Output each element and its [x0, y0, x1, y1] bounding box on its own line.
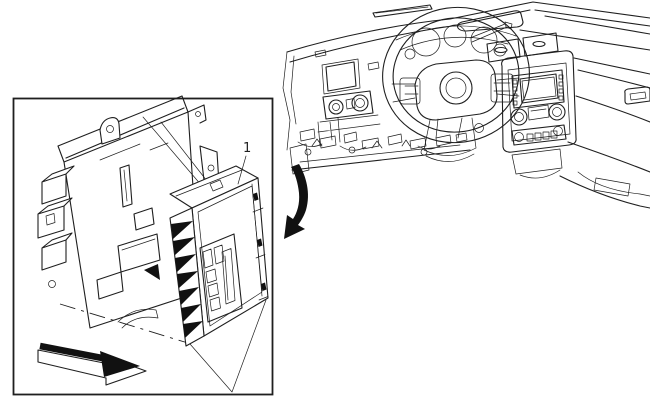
defroster-vent-inner	[375, 6, 429, 14]
wheel-hub-airbag	[414, 59, 498, 121]
bracket-shadow-notch	[144, 264, 160, 280]
radio-display-inner	[521, 76, 557, 101]
dash-top	[282, 1, 650, 151]
passenger-dash-lines	[559, 57, 650, 209]
projection-dashdot-line	[59, 303, 189, 344]
row-knob-left	[514, 132, 524, 142]
callout-1-leader	[237, 155, 247, 185]
module-top-seam	[175, 169, 243, 197]
view-arrow-black-head	[100, 351, 140, 377]
glovebox-handle-slot	[629, 91, 647, 101]
headlamp-switch-knob	[328, 99, 344, 115]
under-dash-grommet-3	[420, 148, 428, 156]
under-dash-wiring	[297, 117, 461, 163]
module-panel-tall-slot	[221, 248, 236, 305]
defroster-vent-strip	[372, 4, 433, 18]
center-stack-bezel-outer	[501, 50, 577, 153]
bracket-cutouts	[96, 164, 161, 300]
a-pillar-lines	[282, 51, 297, 151]
under-dash-grommet-2	[348, 146, 356, 154]
cluster-hood-arcs	[395, 25, 517, 51]
view-direction-arrow	[37, 342, 147, 386]
hvac-knob-right-inner	[552, 107, 562, 117]
row-buttons	[526, 130, 558, 142]
instrument-cluster	[395, 24, 517, 60]
under-dash-components	[289, 128, 468, 175]
bracket-bottom-scallop	[117, 308, 159, 329]
view-arrow-black-band	[39, 342, 103, 362]
location-arrow	[284, 164, 309, 239]
center-vent-right-slider	[532, 40, 546, 48]
bracket-lower-hole	[48, 280, 56, 288]
windshield-base-lines	[286, 1, 650, 63]
horn-ring-outer	[439, 71, 473, 105]
wiper-stalk	[469, 21, 513, 43]
hvac-display	[527, 104, 550, 121]
dashboard-view	[282, 1, 650, 239]
module-side-tabs	[253, 192, 267, 291]
driver-vent-bezel	[321, 58, 361, 95]
wheel-spokes	[391, 77, 520, 139]
center-stack	[501, 50, 577, 179]
bracket-right-step	[187, 104, 207, 124]
bracket-tab	[99, 117, 121, 145]
bracket-lug-slot	[45, 213, 56, 226]
cluster-gauge-center	[443, 24, 467, 48]
radio-display-screen	[519, 73, 559, 104]
sunload-sensor	[314, 49, 327, 58]
driver-side-controls	[317, 58, 381, 141]
center-air-vents	[486, 32, 559, 63]
center-vent-left-slider	[494, 46, 508, 54]
bracket-tab-hole	[106, 125, 114, 133]
bracket-top-flange	[57, 95, 189, 163]
projection-lower-wedge	[189, 299, 267, 393]
switch-panel-button	[345, 98, 356, 110]
hvac-knob-left	[510, 108, 528, 126]
hvac-knob-right	[548, 103, 566, 121]
cluster-gauge-right	[470, 26, 498, 54]
module-panel-slots	[202, 244, 225, 312]
dimmer-knob	[351, 94, 369, 112]
under-dash-lower-edge	[291, 149, 471, 171]
dimmer-knob-inner	[355, 98, 365, 108]
steering-column	[423, 117, 477, 162]
glovebox-handle	[624, 86, 650, 105]
cluster-gauge-small-left	[404, 48, 416, 60]
steering-wheel-center	[391, 21, 520, 162]
inset-border	[12, 97, 274, 396]
module-connector-pins	[171, 221, 203, 338]
bracket-step-hole	[195, 111, 201, 117]
horn-ring-inner	[445, 77, 467, 99]
wheel-rim-outer	[382, 6, 530, 144]
under-dash-grommet-1	[304, 148, 312, 156]
passenger-side-dash	[559, 57, 650, 209]
headlamp-switch-panel	[322, 90, 374, 120]
lower-valance	[577, 171, 650, 197]
headlamp-switch-knob-inner	[332, 103, 340, 111]
knee-bolster-lines	[317, 61, 381, 141]
bracket-wing-hole	[207, 164, 215, 172]
speaker-grille-panel	[456, 10, 524, 32]
bracket-cutout-inner-lines	[99, 142, 169, 251]
module-recessed-panel	[199, 233, 243, 323]
callout-1: 1	[237, 141, 251, 185]
detail-inset-panel: 1	[12, 95, 274, 396]
module-front-inner-border	[197, 185, 263, 327]
bracket-left-lugs	[37, 165, 75, 271]
lower-button-row-frame	[511, 124, 567, 146]
module-top-clip	[209, 179, 224, 192]
below-stack-console	[511, 148, 563, 179]
driver-air-vent	[325, 61, 357, 92]
callout-1-label: 1	[243, 141, 251, 156]
center-vent-right	[522, 32, 559, 57]
ignition-switch	[474, 123, 484, 133]
under-dash-detail	[289, 117, 471, 175]
control-module	[169, 165, 269, 347]
cluster-gauge-left	[411, 27, 441, 57]
hvac-knob-left-inner	[514, 112, 524, 122]
radio-side-buttons	[512, 74, 564, 106]
